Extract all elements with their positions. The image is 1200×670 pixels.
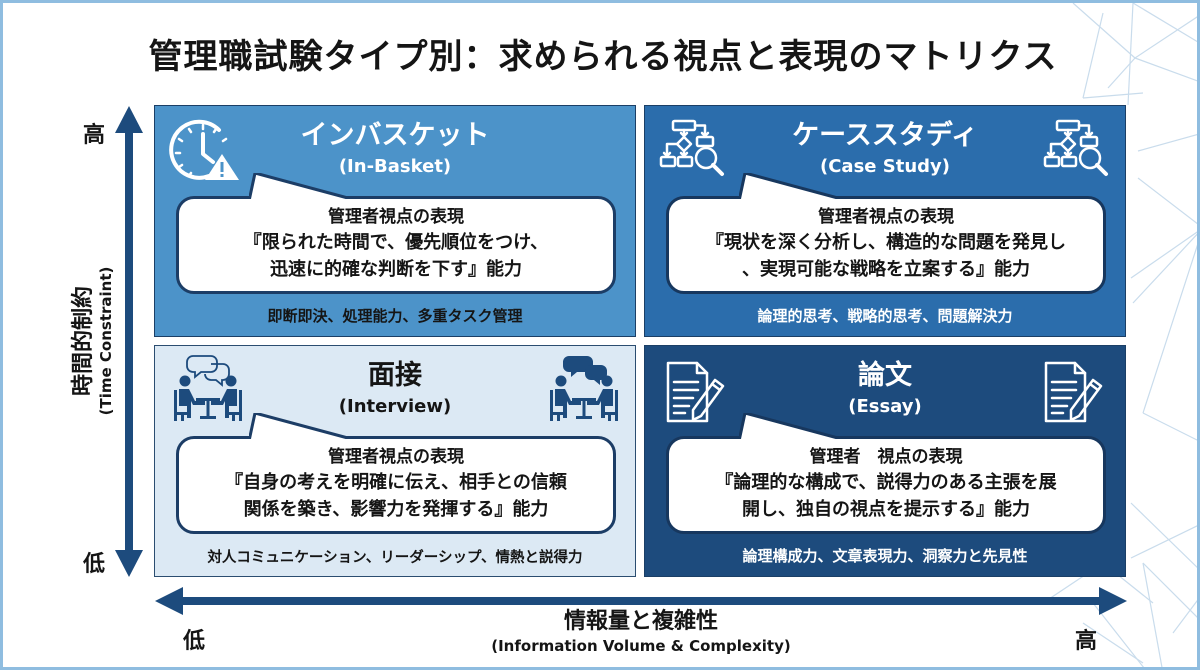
quadrant-essay: 論文 (Essay) 管理者 視点の表現 『論理的な構成で、説得力のある主張を展…	[644, 345, 1126, 577]
document-pen-icon	[1043, 360, 1107, 424]
bubble-heading: 管理者視点の表現	[328, 207, 464, 227]
horizontal-axis-title: 情報量と複雑性 (Information Volume & Complexity…	[3, 609, 1197, 657]
vertical-axis-low-label: 低	[83, 552, 106, 577]
speech-bubble-tail	[739, 173, 859, 203]
meeting-people-icon	[547, 352, 621, 424]
page-title: 管理職試験タイプ別：求められる視点と表現のマトリクス	[148, 37, 1058, 77]
horizontal-axis-low-label: 低	[183, 629, 206, 654]
bubble-text-line: 、実現可能な戦略を立案する』能力	[742, 259, 1030, 280]
horizontal-axis-title-jp: 情報量と複雑性	[563, 609, 718, 634]
bubble-text-line: 迅速に的確な判断を下す』能力	[270, 259, 522, 280]
bubble-heading: 管理者視点の表現	[328, 447, 464, 467]
bubble-text-line: 『自身の考えを明確に伝え、相手との信頼	[225, 472, 567, 493]
speech-bubble: 管理者視点の表現 『限られた時間で、優先順位をつけ、 迅速に的確な判断を下す』能…	[176, 173, 616, 294]
quadrant-title: ケーススタディ	[792, 120, 978, 151]
vertical-axis-arrow	[115, 106, 143, 577]
document-pen-icon	[665, 360, 729, 424]
quadrant-subtitle: (In-Basket)	[338, 156, 452, 177]
bubble-text-line: 関係を築き、影響力を発揮する』能力	[243, 499, 549, 520]
quadrant-skills: 即断即決、処理能力、多重タスク管理	[267, 307, 523, 325]
bubble-heading: 管理者視点の表現	[818, 207, 954, 227]
speech-bubble: 管理者 視点の表現 『論理的な構成で、説得力のある主張を展 開し、独自の視点を提…	[666, 413, 1106, 534]
vertical-axis-title-jp: 時間的制約	[71, 286, 96, 397]
bubble-text-line: 『現状を深く分析し、構造的な問題を発見し	[706, 232, 1066, 253]
vertical-axis-high-label: 高	[83, 123, 106, 148]
speech-bubble-tail	[249, 413, 369, 443]
quadrant-in-basket: インバスケット (In-Basket) 管理者視点の表現 『限られた時間で、優先…	[154, 105, 636, 337]
meeting-people-icon	[171, 352, 245, 424]
quadrant-skills: 対人コミュニケーション、リーダーシップ、情熱と説得力	[207, 550, 583, 566]
quadrant-title: 面接	[368, 360, 422, 391]
quadrant-subtitle: (Essay)	[848, 396, 922, 417]
flowchart-magnifier-icon	[1043, 118, 1113, 184]
speech-bubble: 管理者視点の表現 『自身の考えを明確に伝え、相手との信頼 関係を築き、影響力を発…	[176, 413, 616, 534]
bubble-text-line: 開し、独自の視点を提示する』能力	[742, 499, 1030, 520]
quadrant-interview: 面接 (Interview) 管理者視点の表現 『自身の考えを明確に伝え、相手と…	[154, 345, 636, 577]
clock-warning-icon	[169, 116, 241, 182]
quadrant-skills: 論理的思考、戦略的思考、問題解決力	[757, 307, 1013, 325]
speech-bubble-tail	[739, 413, 859, 443]
horizontal-axis-high-label: 高	[1075, 629, 1098, 654]
bubble-text-line: 『限られた時間で、優先順位をつけ、	[243, 232, 549, 253]
horizontal-axis-title-en: (Information Volume & Complexity)	[491, 637, 791, 655]
quadrant-title: インバスケット	[300, 120, 490, 151]
quadrant-case-study: ケーススタディ (Case Study) 管理者視点の表現 『現状を深く分析し、…	[644, 105, 1126, 337]
speech-bubble-tail	[249, 173, 369, 203]
bubble-text-line: 『論理的な構成で、説得力のある主張を展	[715, 472, 1057, 493]
quadrant-title: 論文	[858, 360, 912, 391]
speech-bubble: 管理者視点の表現 『現状を深く分析し、構造的な問題を発見し 、実現可能な戦略を立…	[666, 173, 1106, 294]
quadrant-skills: 論理構成力、文章表現力、洞察力と先見性	[742, 547, 1028, 565]
flowchart-magnifier-icon	[659, 118, 729, 184]
quadrant-subtitle: (Interview)	[338, 396, 452, 417]
quadrant-subtitle: (Case Study)	[820, 156, 950, 177]
vertical-axis-title-en: (Time Constraint)	[97, 266, 115, 416]
bubble-heading: 管理者 視点の表現	[809, 447, 963, 467]
